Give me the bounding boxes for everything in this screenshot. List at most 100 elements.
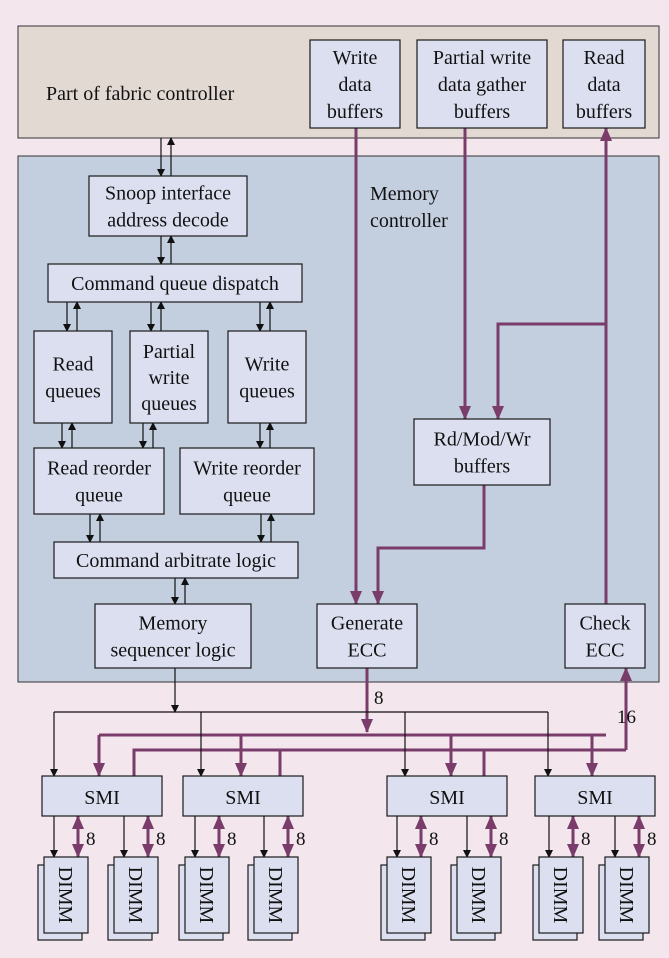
command-queue-dispatch-label: Command queue dispatch [71, 273, 279, 295]
dimm-bus-width: 8 [86, 829, 96, 850]
dimm-front-card [456, 856, 502, 934]
smi-box [534, 775, 656, 817]
memory-controller-label: Memory controller [370, 183, 448, 232]
read-data-buffers-box [562, 39, 646, 129]
dimm-1: DIMM [37, 856, 89, 941]
bus-width-check-ecc: 16 [617, 707, 636, 728]
dimm-bus-width: 8 [647, 829, 657, 850]
smi-block-4: SMI [534, 775, 656, 817]
dimm-label: DIMM [124, 867, 146, 924]
dimm-front-card [184, 856, 230, 934]
partial-write-gather-buffers-box [416, 39, 548, 129]
dimm-label: DIMM [549, 867, 571, 924]
dimm-front-card [113, 856, 159, 934]
dimm-front-card [43, 856, 89, 934]
smi-group: SMI SMI SMI SMI [41, 775, 656, 817]
command-queue-dispatch-block: Command queue dispatch [47, 263, 303, 303]
smi-label: SMI [225, 787, 261, 809]
read-data-bus [132, 748, 626, 776]
dimm-bus-width: 8 [581, 829, 591, 850]
dimm-4: DIMM [247, 856, 299, 941]
command-arbitrate-logic-box [53, 541, 299, 579]
rmw-to-gen-ecc [372, 485, 486, 605]
smi-label: SMI [84, 787, 120, 809]
dimm-front-card [538, 856, 584, 934]
dimm-bus-widths: 8 8 8 8 8 8 8 8 [86, 829, 657, 850]
memory-controller-region [17, 155, 660, 683]
data-path-lines [72, 127, 645, 858]
fabric-controller-label: Part of fabric controller [46, 83, 235, 105]
dimm-bus-width: 8 [499, 829, 509, 850]
command-queue-dispatch-box [47, 263, 303, 303]
dimm-front-card [386, 856, 432, 934]
smi-block-3: SMI [386, 775, 508, 817]
dimm-label: DIMM [397, 867, 419, 924]
rmw-buffers-box [413, 418, 551, 486]
smi-box [182, 775, 304, 817]
command-arbitrate-logic-label: Command arbitrate logic [76, 550, 276, 572]
dimm-bus-width: 8 [296, 829, 306, 850]
smi-box [41, 775, 163, 817]
dimm-front-card [604, 856, 650, 934]
dimm-8: DIMM [598, 856, 650, 941]
memory-sequencer-logic-box [94, 603, 252, 669]
smi-box [386, 775, 508, 817]
snoop-interface-box [88, 175, 248, 237]
generate-ecc-box [316, 603, 418, 669]
read-to-rmw [492, 322, 606, 420]
dimm-5: DIMM [380, 856, 432, 941]
dimm-label: DIMM [264, 867, 286, 924]
smi-label: SMI [429, 787, 465, 809]
dimm-bus-width: 8 [227, 829, 237, 850]
dimm-label: DIMM [467, 867, 489, 924]
bus-width-generate-ecc: 8 [374, 688, 384, 709]
dimm-bus-width: 8 [429, 829, 439, 850]
smi-label: SMI [577, 787, 613, 809]
dimm-label: DIMM [615, 867, 637, 924]
smi-block-2: SMI [182, 775, 304, 817]
dimm-bus-width: 8 [156, 829, 166, 850]
write-reorder-queue-box [179, 447, 315, 515]
read-queues-box [33, 330, 113, 424]
write-queues-box [227, 330, 307, 424]
read-reorder-queue-box [33, 447, 165, 515]
dimm-label: DIMM [54, 867, 76, 924]
dimm-3: DIMM [178, 856, 230, 941]
control-path-lines [50, 137, 619, 858]
dimm-6: DIMM [450, 856, 502, 941]
dimm-2: DIMM [107, 856, 159, 941]
smi-block-1: SMI [41, 775, 163, 817]
dimm-label: DIMM [195, 867, 217, 924]
dimm-front-card [253, 856, 299, 934]
check-ecc-box [564, 603, 646, 669]
command-arbitrate-logic-block: Command arbitrate logic [53, 541, 299, 579]
write-data-buffers-box [309, 39, 401, 129]
